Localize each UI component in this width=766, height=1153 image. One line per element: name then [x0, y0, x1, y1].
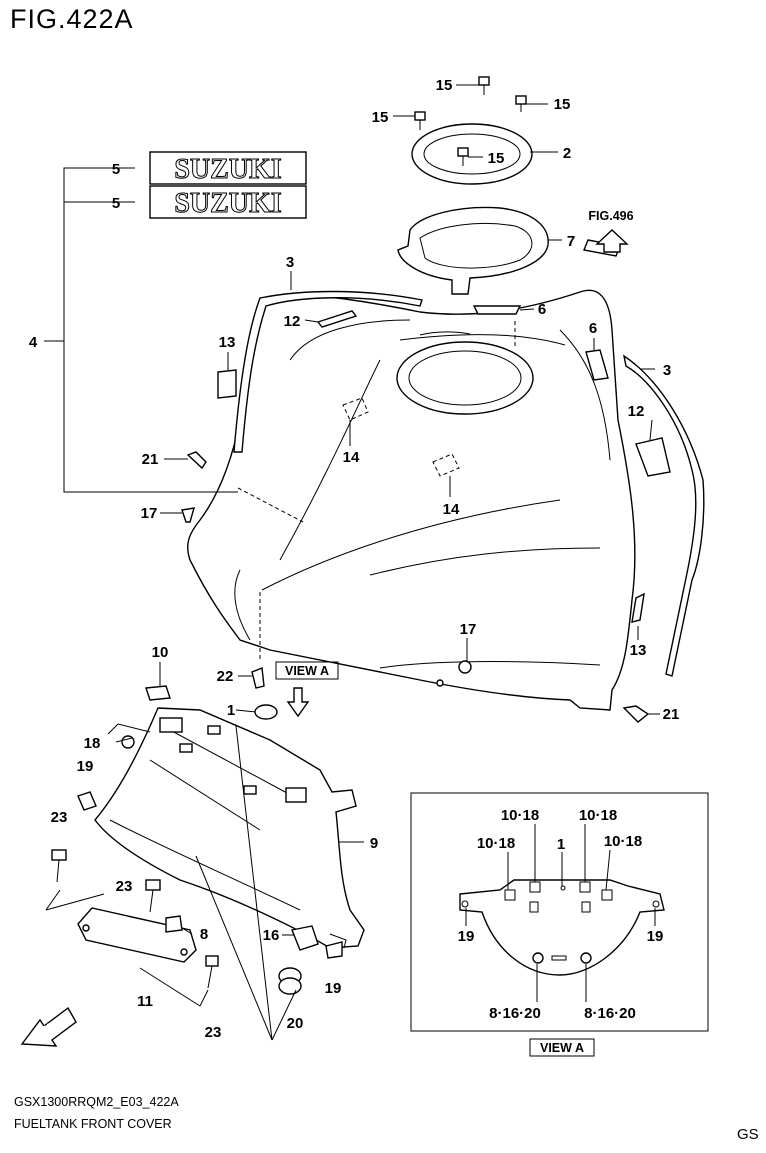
clip-18 [121, 735, 135, 749]
filler-gasket [397, 206, 549, 295]
view-a-callout: 8·16·20 [584, 1005, 636, 1022]
cap-ring [411, 123, 533, 185]
callout-17: 17 [141, 505, 158, 522]
region-code: GS [737, 1126, 759, 1143]
callout-10: 10 [152, 644, 169, 661]
side-trim-left [233, 290, 423, 453]
view-a-callout: 10·18 [604, 833, 642, 850]
view-a-callout: 10·18 [579, 807, 617, 824]
callout-15: 15 [488, 150, 505, 167]
emblem-text-bottom: SUZUKI [174, 188, 281, 219]
callout-23: 23 [205, 1024, 222, 1041]
bolt-21-right [622, 705, 650, 723]
view-a-arrow [286, 687, 310, 718]
view-a-callout: 19 [647, 928, 664, 945]
pad-12-top [316, 310, 358, 328]
bolt-17-left [181, 507, 195, 523]
pad-12-right [635, 437, 671, 477]
callout-13: 13 [219, 334, 236, 351]
view-a-label: VIEW A [285, 664, 329, 678]
callout-15: 15 [554, 96, 571, 113]
clip-19-right [325, 941, 343, 959]
callout-3: 3 [663, 362, 671, 379]
callout-labels: 15 15 15 15 2 5 5 7 3 3 4 6 6 12 12 13 1… [29, 77, 680, 1041]
view-a-detail-box [410, 792, 709, 1032]
callout-5: 5 [112, 195, 120, 212]
callout-23: 23 [116, 878, 133, 895]
stay-11 [77, 907, 197, 963]
lower-cover [94, 707, 365, 949]
diagram-code: GSX1300RRQM2_E03_422A [14, 1095, 179, 1109]
grommet-1 [254, 704, 278, 720]
emblem-top: SUZUKI [149, 151, 307, 186]
callout-21: 21 [142, 451, 159, 468]
leader-lines [159, 84, 660, 843]
callout-19: 19 [77, 758, 94, 775]
callout-17: 17 [460, 621, 477, 638]
callout-19: 19 [325, 980, 342, 997]
pad-6-right [585, 349, 609, 381]
callout-2: 2 [563, 145, 571, 162]
callout-21: 21 [663, 706, 680, 723]
view-a-callout: 10·18 [501, 807, 539, 824]
fig496-arrow [595, 229, 629, 253]
bolt-21-left [186, 451, 207, 470]
bracket-4 [44, 167, 238, 493]
callout-6: 6 [538, 301, 546, 318]
bolt-23 [51, 849, 219, 989]
fig-496-ref: FIG.496 [588, 209, 633, 223]
side-trim-right [622, 354, 705, 677]
callout-18: 18 [84, 735, 101, 752]
view-a-box-label: VIEW A [540, 1041, 584, 1055]
fuel-tank-cover [187, 289, 636, 711]
callout-4: 4 [29, 334, 38, 351]
fwd-arrow: FWD [20, 1006, 77, 1047]
emblem-bottom: SUZUKI [149, 185, 307, 220]
clip-22 [251, 667, 265, 689]
callout-13: 13 [630, 642, 647, 659]
callout-11: 11 [137, 993, 153, 1010]
screw-15 [414, 76, 527, 166]
assembly-leaders [45, 723, 297, 1041]
callout-14: 14 [443, 501, 460, 518]
callout-5: 5 [112, 161, 120, 178]
pad-6-top [472, 305, 522, 315]
callout-1: 1 [227, 702, 235, 719]
pad-13-left [217, 369, 237, 399]
view-a-callout: 1 [557, 836, 565, 853]
callout-22: 22 [217, 668, 234, 685]
callout-12: 12 [628, 403, 645, 420]
view-a-callouts: 10·18 10·18 10·18 1 10·18 19 19 8·16·20 … [458, 807, 664, 1022]
view-a-callout: 8·16·20 [489, 1005, 541, 1022]
view-a-callout: 19 [458, 928, 475, 945]
view-a-box-label-frame [529, 1038, 595, 1057]
view-a-callout: 10·18 [477, 835, 515, 852]
callout-8: 8 [200, 926, 208, 943]
emblem-text-top: SUZUKI [174, 154, 281, 185]
view-a-detail-part [459, 824, 665, 1002]
collar-8 [165, 915, 183, 933]
view-a-label-box [275, 661, 339, 680]
diagram-description: FUELTANK FRONT COVER [14, 1117, 172, 1131]
callout-15: 15 [372, 109, 389, 126]
callout-12: 12 [284, 313, 301, 330]
callout-15: 15 [436, 77, 453, 94]
callout-23: 23 [51, 809, 68, 826]
callout-9: 9 [370, 835, 378, 852]
figure-title: FIG.422A [10, 4, 134, 34]
callout-20: 20 [287, 1015, 304, 1032]
callout-6: 6 [589, 320, 597, 337]
callout-7: 7 [567, 233, 575, 250]
callout-16: 16 [263, 927, 280, 944]
callout-3: 3 [286, 254, 294, 271]
bolt-16 [291, 925, 319, 951]
cushion-10 [145, 685, 171, 701]
clip-19-left [77, 791, 97, 811]
callout-14: 14 [343, 449, 360, 466]
pad-13-right [631, 592, 645, 623]
